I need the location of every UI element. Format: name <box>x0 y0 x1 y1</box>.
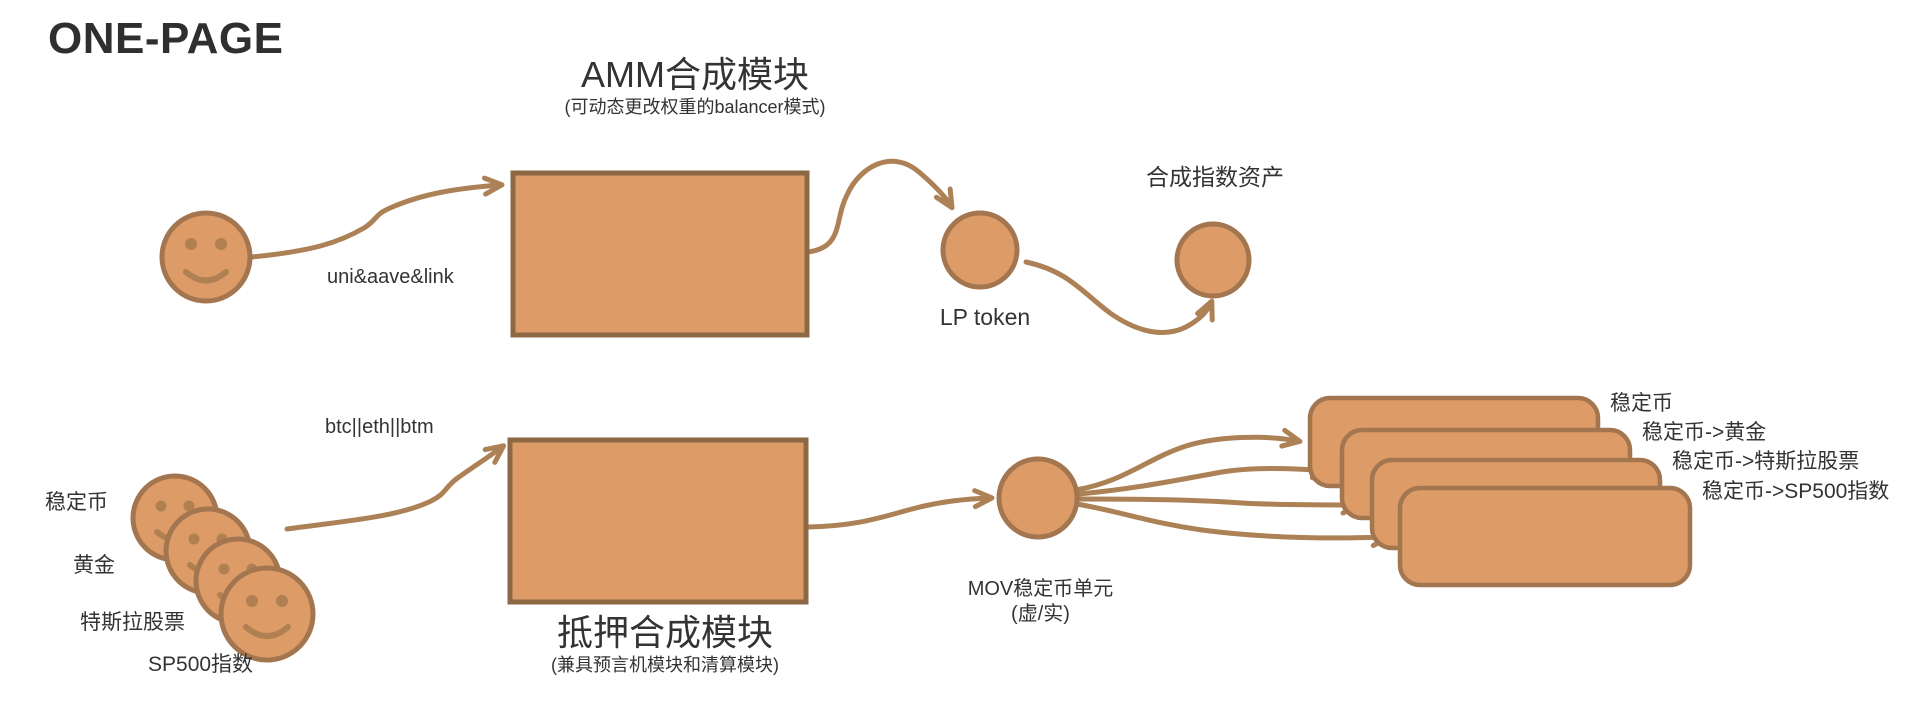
arrow-mov-to-tesla <box>1076 494 1363 516</box>
collateral-module-title: 抵押合成模块 <box>556 612 773 653</box>
collateral-module-subtitle: (兼具预言机模块和清算模块) <box>551 655 779 676</box>
input-asset-label-sp500: SP500指数 <box>148 653 254 676</box>
collateral-module-heading: 抵押合成模块 (兼具预言机模块和清算模块) <box>495 612 835 677</box>
mov-unit-circle <box>996 456 1080 540</box>
output-label-gold: 稳定币->黄金 <box>1642 421 1767 444</box>
output-label-tesla: 稳定币->特斯拉股票 <box>1672 450 1860 473</box>
amm-module-heading: AMM合成模块 (可动态更改权重的balancer模式) <box>500 54 890 119</box>
input-asset-label-stablecoin: 稳定币 <box>45 491 108 514</box>
smiley-face-icon <box>218 565 316 663</box>
arrow-collateral-to-collateral-box <box>284 443 507 532</box>
collateral-smiley-stack <box>130 473 316 663</box>
collateral-module-box <box>507 437 809 605</box>
arrow-mov-to-gold <box>1076 459 1333 497</box>
output-card-sp500 <box>1397 485 1693 588</box>
synthetic-asset-label: 合成指数资产 <box>1146 164 1284 190</box>
amm-module-title: AMM合成模块 <box>581 54 809 95</box>
synthetic-asset-circle <box>1174 221 1252 299</box>
amm-module-box <box>510 170 810 338</box>
output-card-stack <box>1307 395 1693 588</box>
arrow-lp-token-to-synthetic-asset <box>1023 259 1215 335</box>
mov-unit-label: MOV稳定币单元 (虚/实) <box>953 577 1128 627</box>
amm-input-arrow-label: uni&aave&link <box>327 266 454 288</box>
input-asset-label-gold: 黄金 <box>73 554 115 577</box>
output-label-sp500: 稳定币->SP500指数 <box>1702 480 1890 503</box>
collateral-input-arrow-label: btc||eth||btm <box>325 416 434 438</box>
user-smiley-icon <box>159 210 253 304</box>
arrow-collateral-box-to-mov-unit <box>805 488 995 530</box>
arrow-amm-box-to-lp-token <box>805 158 955 255</box>
output-label-stablecoin: 稳定币 <box>1610 392 1673 415</box>
lp-token-label: LP token <box>939 304 1031 330</box>
page-title: ONE-PAGE <box>48 14 284 63</box>
mov-unit-label-sub: (虚/实) <box>1011 603 1070 625</box>
amm-module-subtitle: (可动态更改权重的balancer模式) <box>564 97 826 118</box>
arrow-user-to-amm-box <box>249 175 505 260</box>
arrow-mov-to-sp500 <box>1074 501 1393 548</box>
arrow-mov-to-stablecoin <box>1073 427 1303 493</box>
lp-token-circle <box>940 210 1020 290</box>
input-asset-label-tesla: 特斯拉股票 <box>80 611 185 634</box>
mov-unit-label-main: MOV稳定币单元 <box>967 578 1114 600</box>
